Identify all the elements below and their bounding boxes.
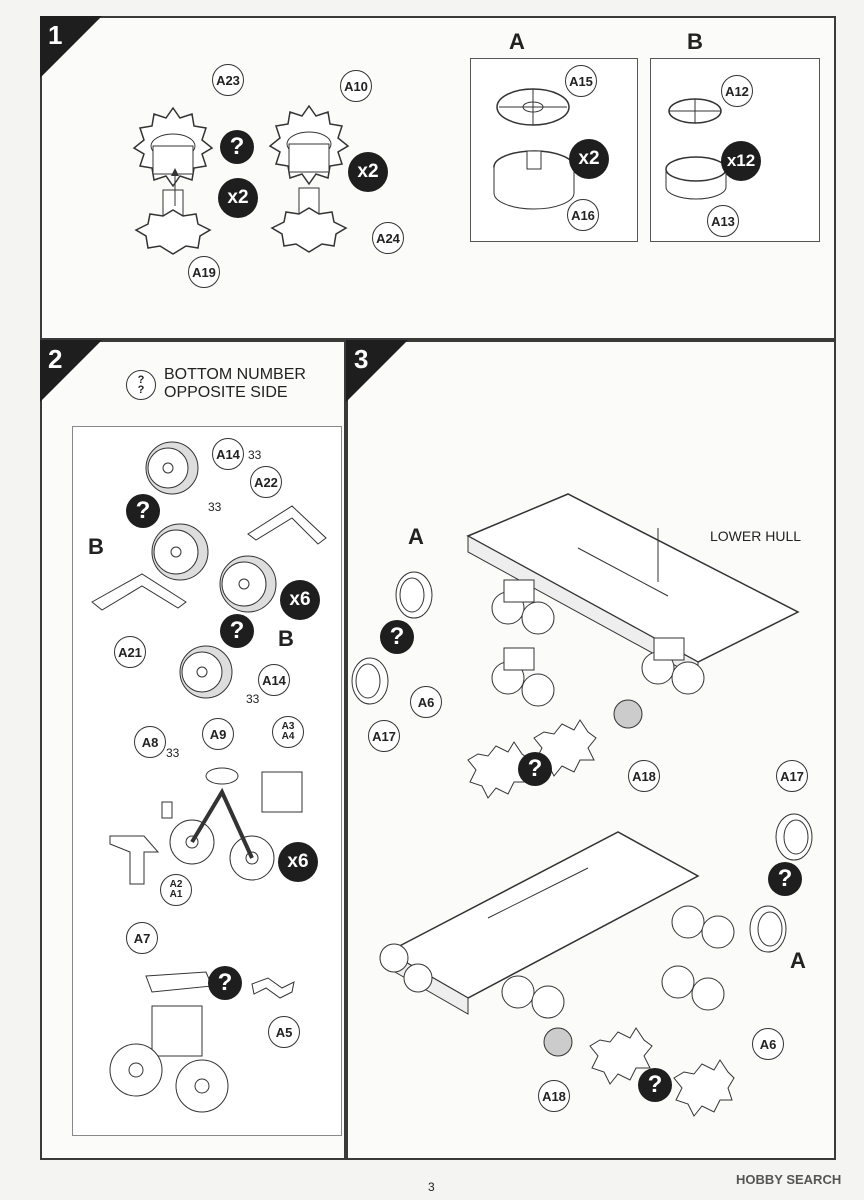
step3-number: 3	[354, 344, 369, 374]
multiplier-badge: x6	[278, 842, 318, 882]
clip-part-icon	[251, 977, 295, 999]
callout-a22: A22	[250, 466, 282, 498]
group-b-box: B A12 A13 x12	[650, 29, 820, 242]
callout-a13: A13	[707, 205, 739, 237]
group-a-box: A A15 A16 x2	[470, 29, 638, 242]
legend-text-line2: OPPOSITE SIDE	[164, 384, 288, 401]
step1-number: 1	[48, 20, 63, 50]
legend-text-line1: BOTTOM NUMBER	[164, 366, 306, 383]
bogie-final-icon	[109, 971, 229, 1113]
step3-panel: 3 LOWER HULL A ? A6 A17 ? A18 A17 ?	[346, 340, 836, 1160]
callout-a14: A14	[212, 438, 244, 470]
callout-a7: A7	[126, 922, 158, 954]
number-33: 33	[246, 692, 260, 706]
callout-a9: A9	[202, 718, 234, 750]
callout-a14: A14	[258, 664, 290, 696]
step2-tab	[40, 340, 102, 402]
question-badge: ?	[768, 862, 802, 896]
watermark: HOBBY SEARCH	[736, 1172, 842, 1187]
callout-a12: A12	[721, 75, 753, 107]
road-wheel-icon	[749, 905, 787, 953]
lower-hull-upper-icon	[466, 493, 800, 679]
step2-panel: 2 ?? BOTTOM NUMBER OPPOSITE SIDE A14 33 …	[40, 340, 346, 1160]
callout-a18: A18	[538, 1080, 570, 1112]
sprocket-gear-icon	[132, 106, 214, 188]
callout-a15: A15	[565, 65, 597, 97]
sprocket-set-icon	[543, 1027, 735, 1117]
callout-a6: A6	[410, 686, 442, 718]
multiplier-badge: x6	[280, 580, 320, 620]
road-wheel-icon	[219, 555, 277, 613]
number-33: 33	[208, 500, 222, 514]
road-wheel-icon	[179, 645, 233, 699]
question-badge: ?	[220, 130, 254, 164]
suspension-arm-icon	[247, 505, 327, 545]
bogie-assembly-icon	[161, 767, 303, 881]
sprocket-hub-icon	[270, 187, 348, 253]
callout-a16: A16	[567, 199, 599, 231]
sprocket-set-icon	[467, 699, 643, 799]
multiplier-badge: x12	[721, 141, 761, 181]
arrow-icon	[171, 168, 179, 206]
question-badge: ?	[208, 966, 242, 1000]
sprocket-gear-icon	[268, 104, 350, 186]
callout-a6: A6	[752, 1028, 784, 1060]
callout-a21: A21	[114, 636, 146, 668]
road-wheel-outer-icon	[496, 88, 570, 126]
suspension-arm-icon	[91, 573, 187, 611]
question-badge: ?	[220, 614, 254, 648]
bogie-set-icon	[491, 579, 705, 707]
road-wheel-icon	[351, 657, 389, 705]
page-number: 3	[428, 1180, 435, 1194]
question-badge: ?	[126, 494, 160, 528]
bogie-set-icon	[501, 905, 735, 1019]
callout-a24: A24	[372, 222, 404, 254]
question-badge: ?	[380, 620, 414, 654]
road-wheel-icon	[395, 571, 433, 619]
number-33: 33	[248, 448, 262, 462]
multiplier-badge: x2	[218, 178, 258, 218]
bracket-icon	[109, 835, 160, 885]
callout-a8: A8	[134, 726, 166, 758]
callout-a10: A10	[340, 70, 372, 102]
number-33: 33	[166, 746, 180, 760]
legend-symbol: ??	[126, 370, 156, 400]
road-wheel-icon	[775, 813, 813, 861]
lower-hull-lower-icon	[379, 831, 700, 1015]
label-a: A	[790, 948, 806, 973]
step1-panel: 1 A23 A19 A10 A24 ? x2 x2 A	[40, 16, 836, 340]
callout-a17: A17	[368, 720, 400, 752]
sprocket-hub-icon	[134, 189, 212, 255]
return-roller-outer-icon	[668, 98, 722, 124]
label-a: A	[408, 524, 424, 549]
step2-number: 2	[48, 344, 63, 374]
callout-a5: A5	[268, 1016, 300, 1048]
callout-a18: A18	[628, 760, 660, 792]
callout-a23: A23	[212, 64, 244, 96]
question-badge: ?	[638, 1068, 672, 1102]
road-wheel-icon	[145, 441, 199, 495]
question-badge: ?	[518, 752, 552, 786]
road-wheel-icon	[151, 523, 209, 581]
multiplier-badge: x2	[569, 139, 609, 179]
label-b: B	[88, 534, 104, 559]
group-a-label: A	[505, 29, 529, 55]
step1-tab	[40, 16, 102, 78]
label-b: B	[278, 626, 294, 651]
step3-tab	[346, 340, 408, 402]
callout-a17: A17	[776, 760, 808, 792]
road-wheel-inner-icon	[493, 150, 575, 210]
multiplier-badge: x2	[348, 152, 388, 192]
group-b-label: B	[683, 29, 707, 55]
lower-hull-label: LOWER HULL	[710, 528, 802, 544]
callout-a19: A19	[188, 256, 220, 288]
